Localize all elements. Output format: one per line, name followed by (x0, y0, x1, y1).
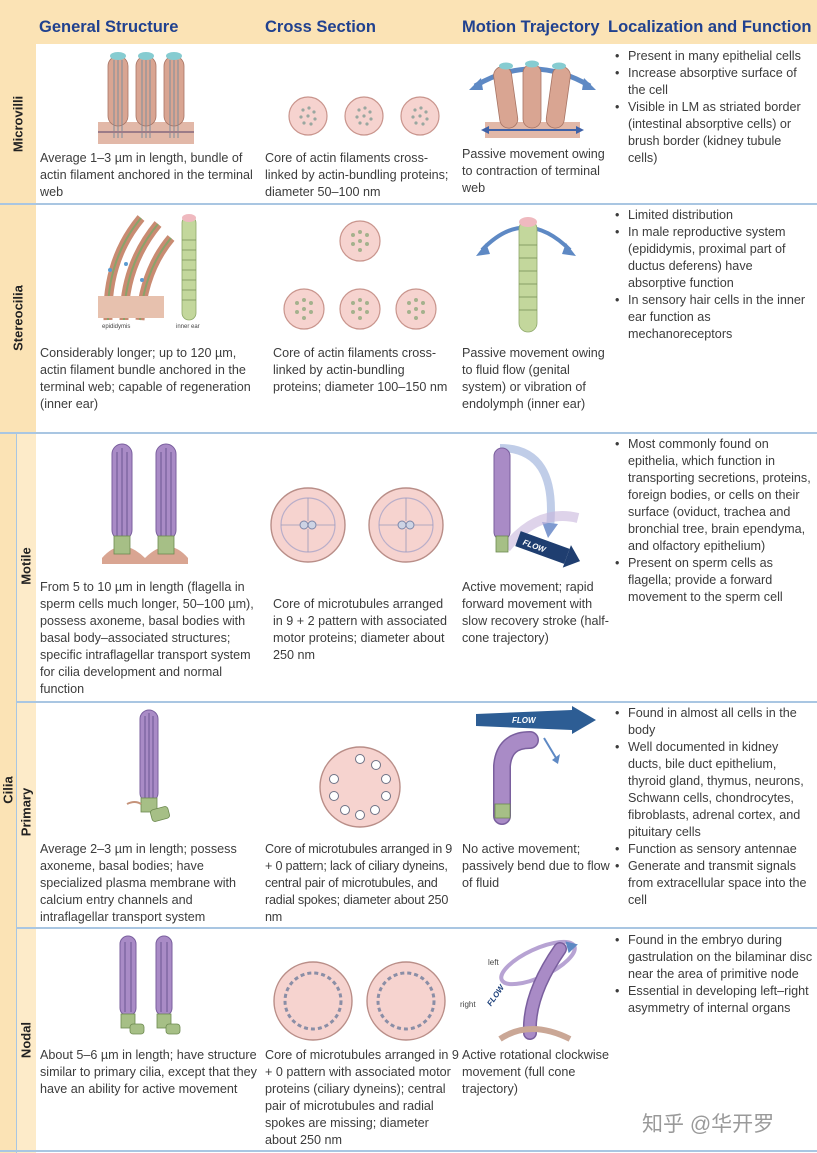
stereocilia-structure-illustration: epididymis inner ear (98, 214, 200, 330)
microvilli-function-item: Increase absorptive surface of the cell (614, 65, 814, 99)
microvilli-motion-illustration (469, 60, 596, 138)
primary-cilia-cross-section (319, 746, 401, 828)
primary-flow-label: FLOW (512, 716, 537, 725)
motile-function-item: Present on sperm cells as flagella; prov… (614, 555, 814, 606)
microvilli-function-item: Visible in LM as striated border (intest… (614, 99, 814, 167)
nodal-function-list: Found in the embryo during gastrulation … (614, 932, 814, 1017)
nodal-structure-text: About 5–6 µm in length; have structure s… (40, 1048, 257, 1096)
nodal-function-item: Found in the embryo during gastrulation … (614, 932, 814, 983)
nodal-flow-label: FLOW (485, 982, 507, 1008)
primary-function-item: Found in almost all cells in the body (614, 705, 814, 739)
side-band-cilia (0, 433, 16, 1153)
motile-function-list: Most commonly found on epithelia, which … (614, 436, 814, 606)
header-general-structure: General Structure (39, 18, 179, 36)
primary-function-item: Generate and transmit signals from extra… (614, 858, 814, 909)
label-motile: Motile (18, 547, 34, 585)
stereocilia-motion-text: Passive movement owing to fluid flow (ge… (462, 346, 605, 411)
divider-2 (0, 432, 817, 434)
divider-4 (16, 927, 817, 929)
microvilli-function-list: Present in many epithelial cells Increas… (614, 48, 814, 167)
side-band-cilia-sub (16, 433, 36, 1153)
cilia-separator (16, 433, 17, 1153)
primary-function-list: Found in almost all cells in the body We… (614, 705, 814, 909)
stereocilia-function-item: Limited distribution (614, 207, 814, 224)
table-header: General Structure Cross Section Motion T… (0, 0, 817, 44)
header-localization-function: Localization and Function (608, 18, 812, 36)
stereocilia-structure-text: Considerably longer; up to 120 µm, actin… (40, 346, 251, 411)
primary-cilia-structure-illustration (126, 709, 170, 822)
divider-1 (0, 203, 817, 205)
motile-function-item: Most commonly found on epithelia, which … (614, 436, 814, 555)
stereocilia-function-item: In male reproductive system (epididymis,… (614, 224, 814, 292)
label-cilia: Cilia (0, 776, 16, 804)
motile-cilia-motion-illustration: FLOW (493, 444, 581, 568)
microvilli-cross-section (288, 96, 440, 136)
microvilli-structure-text: Average 1–3 µm in length, bundle of acti… (40, 151, 253, 199)
nodal-motion-text: Active rotational clockwise movement (fu… (462, 1048, 609, 1096)
motile-cilia-cross-section (270, 487, 444, 563)
microvilli-motion-text: Passive movement owing to contraction of… (462, 147, 605, 195)
header-cross-section: Cross Section (265, 18, 376, 36)
microvilli-cross-text: Core of actin filaments cross-linked by … (265, 151, 449, 199)
stereocilia-function-list: Limited distribution In male reproductiv… (614, 207, 814, 343)
divider-bottom (0, 1150, 817, 1152)
nodal-cilia-structure-illustration (119, 935, 181, 1035)
nodal-left-label: left (488, 958, 499, 967)
primary-structure-text: Average 2–3 µm in length; possess axonem… (40, 842, 237, 924)
stereocilia-cross-text: Core of actin filaments cross-linked by … (273, 346, 448, 394)
divider-3 (16, 701, 817, 703)
watermark: 知乎 @华开罗 (642, 1113, 775, 1136)
primary-function-item: Well documented in kidney ducts, bile du… (614, 739, 814, 841)
microvilli-structure-illustration (98, 52, 194, 144)
label-primary: Primary (18, 787, 34, 837)
stereocilia-function-item: In sensory hair cells in the inner ear f… (614, 292, 814, 343)
header-motion-trajectory: Motion Trajectory (462, 18, 600, 36)
primary-cross-text: Core of microtubules arranged in 9 + 0 p… (265, 842, 453, 924)
label-microvilli: Microvilli (10, 95, 26, 153)
stereocilia-cross-section (283, 220, 437, 330)
nodal-function-item: Essential in developing left–right asymm… (614, 983, 814, 1017)
nodal-right-label: right (460, 1000, 476, 1009)
label-nodal: Nodal (18, 1021, 34, 1059)
nodal-cross-text: Core of microtubules arranged in 9 + 0 p… (265, 1048, 459, 1147)
epididymis-caption: epididymis (102, 324, 130, 330)
primary-cilia-motion-illustration: FLOW (476, 706, 596, 825)
nodal-cilia-cross-section (273, 961, 446, 1041)
motile-cross-text: Core of microtubules arranged in 9 + 2 p… (273, 597, 447, 662)
stereocilia-motion-illustration (476, 217, 576, 333)
nodal-cilia-motion-illustration: left right FLOW (460, 939, 578, 1042)
primary-motion-text: No active movement; passively bend due t… (462, 842, 610, 890)
motile-cilia-structure-illustration (102, 443, 188, 564)
motile-structure-text: From 5 to 10 µm in length (flagella in s… (40, 580, 254, 696)
primary-function-item: Function as sensory antennae (614, 841, 814, 858)
microvilli-function-item: Present in many epithelial cells (614, 48, 814, 65)
side-band-top (0, 44, 36, 433)
inner-ear-caption: inner ear (176, 324, 200, 330)
label-stereocilia: Stereocilia (10, 285, 26, 351)
motile-motion-text: Active movement; rapid forward movement … (462, 580, 609, 645)
